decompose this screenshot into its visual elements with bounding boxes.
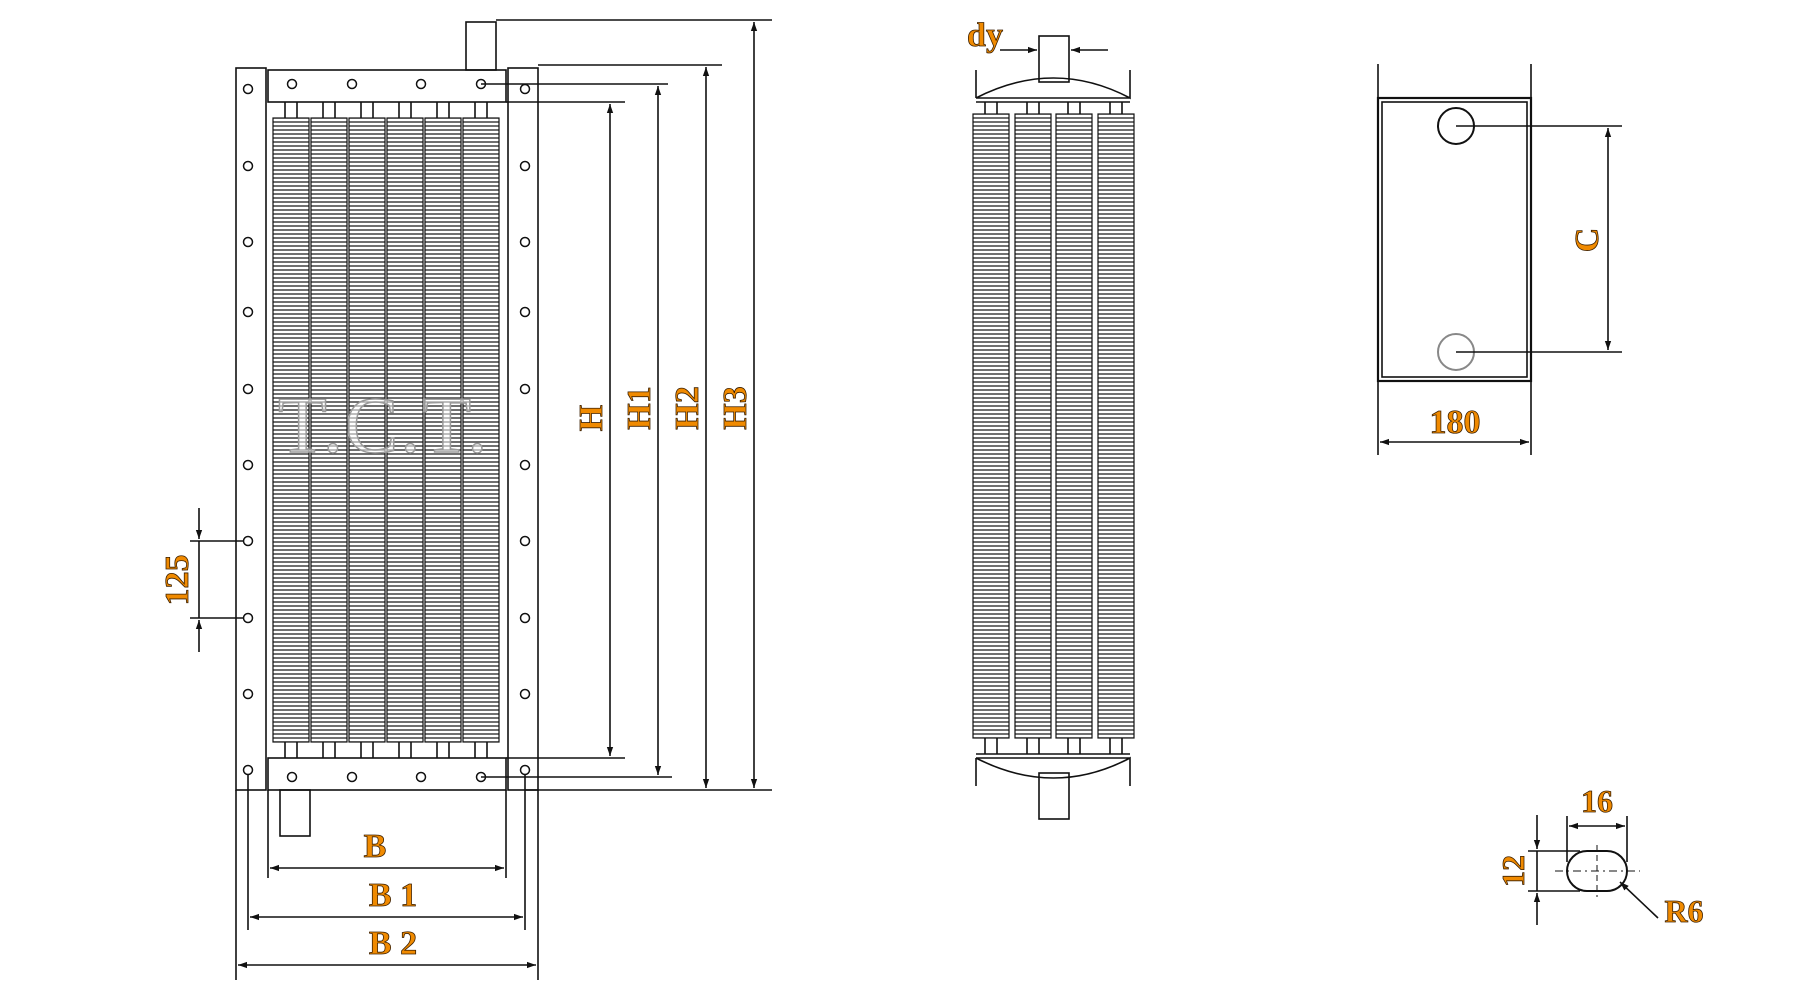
side-top-header	[975, 70, 1131, 100]
label-width: 180	[1430, 404, 1481, 441]
flange-view: C 180	[1376, 64, 1622, 455]
label-slot-width: 16	[1581, 783, 1613, 819]
finned-tube	[1055, 102, 1093, 754]
bottom-outlet-pipe	[279, 789, 311, 837]
label-slot-height: 12	[1495, 855, 1531, 887]
bottom-header	[267, 757, 507, 791]
side-finned-tubes	[972, 102, 1135, 754]
finned-tube	[462, 102, 500, 758]
label-C: C	[1569, 228, 1606, 253]
finned-tube	[972, 102, 1010, 754]
right-flange	[507, 67, 539, 791]
label-B2: B 2	[369, 925, 417, 962]
radius-leader	[1619, 881, 1659, 919]
side-top-pipe	[1038, 35, 1070, 83]
dim-pitch	[190, 508, 244, 652]
label-H3: H3	[717, 386, 754, 429]
side-view: dy	[967, 17, 1135, 820]
finned-tube	[386, 102, 424, 758]
front-view: T.C.T. H H1 H2 H3 125	[159, 19, 772, 980]
label-H: H	[573, 405, 610, 431]
label-B: B	[364, 828, 387, 865]
left-flange	[235, 67, 267, 791]
label-radius: R6	[1664, 893, 1703, 929]
finned-tube	[424, 102, 462, 758]
label-dy: dy	[967, 17, 1003, 54]
flange-plate-outer	[1376, 96, 1533, 383]
flange-plate-inner	[1381, 101, 1528, 378]
label-B1: B 1	[369, 877, 417, 914]
finned-tubes	[272, 102, 500, 758]
side-bottom-pipe	[1038, 772, 1070, 820]
finned-tube	[310, 102, 348, 758]
slot-detail: 16 12 R6	[1495, 783, 1704, 930]
label-H2: H2	[669, 386, 706, 429]
finned-tube	[348, 102, 386, 758]
side-bottom-header	[975, 756, 1131, 786]
finned-tube	[1014, 102, 1052, 754]
label-pitch: 125	[159, 555, 196, 606]
height-extension-lines	[481, 19, 772, 791]
width-extension-lines	[235, 775, 539, 980]
finned-tube	[1097, 102, 1135, 754]
top-header	[267, 69, 507, 103]
finned-tube	[272, 102, 310, 758]
label-H1: H1	[621, 386, 658, 429]
watermark: T.C.T.	[278, 382, 489, 470]
top-outlet-pipe	[465, 21, 497, 71]
